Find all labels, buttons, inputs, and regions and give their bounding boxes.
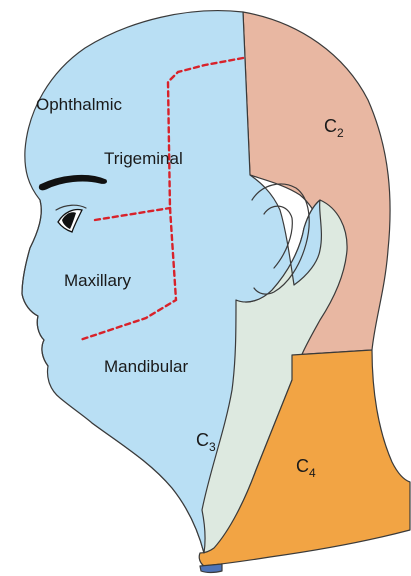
- label-mandibular: Mandibular: [104, 357, 188, 376]
- label-maxillary: Maxillary: [64, 271, 132, 290]
- base-strip: [200, 564, 222, 573]
- label-ophthalmic: Ophthalmic: [36, 95, 122, 114]
- label-trigeminal: Trigeminal: [104, 149, 183, 168]
